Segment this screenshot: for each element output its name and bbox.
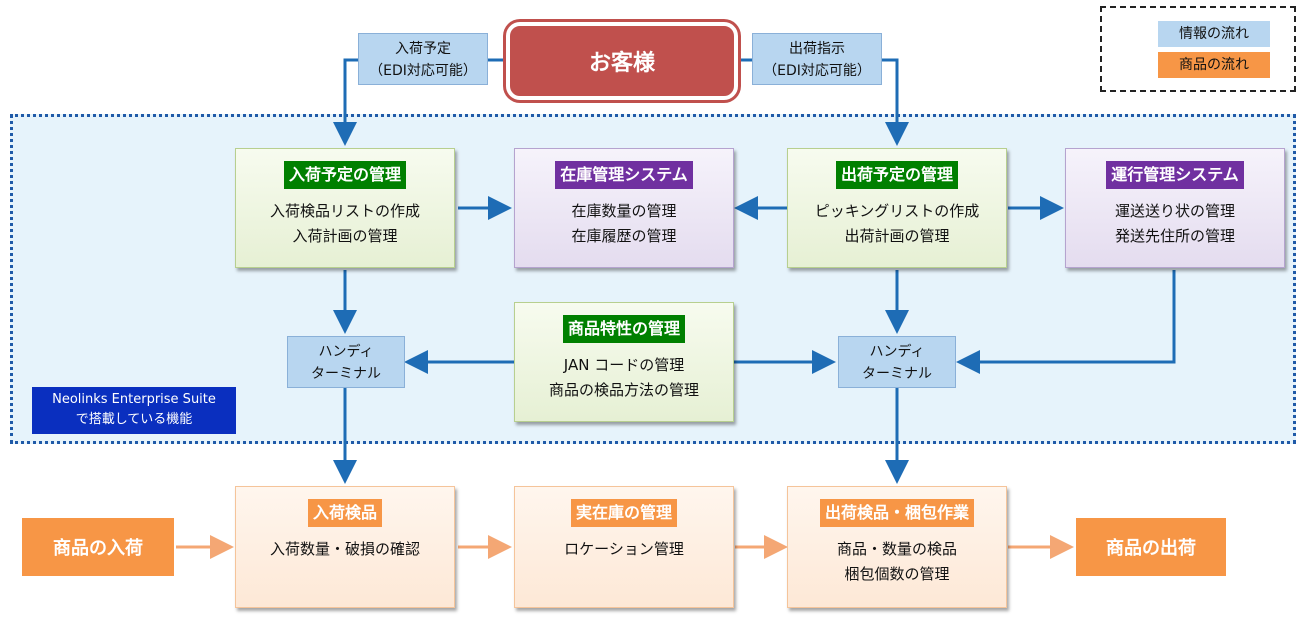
- operation-system-title: 運行管理システム: [1106, 161, 1244, 189]
- product-attr-line: JAN コードの管理: [563, 356, 685, 374]
- goods-in-box: 商品の入荷: [22, 518, 174, 576]
- handy-left-line2: ターミナル: [311, 366, 381, 382]
- inventory-system-title: 在庫管理システム: [555, 161, 693, 189]
- operation-system-line: 発送先住所の管理: [1114, 227, 1235, 245]
- operation-system-line: 運送送り状の管理: [1114, 202, 1235, 220]
- legend: [1100, 6, 1296, 92]
- outbound-plan-line: 出荷計画の管理: [844, 227, 950, 245]
- outbound-inspect-title: 出荷検品・梱包作業: [819, 499, 974, 527]
- product-attr-title: 商品特性の管理: [562, 315, 685, 343]
- edi-outbound-line1: 出荷指示: [789, 41, 845, 57]
- legend-goods-label: 商品の流れ: [1158, 52, 1270, 78]
- inventory-system-box: 在庫管理システム 在庫数量の管理 在庫履歴の管理: [514, 148, 734, 268]
- inbound-plan-box: 入荷予定の管理 入荷検品リストの作成 入荷計画の管理: [235, 148, 455, 268]
- customer-box: お客様: [506, 22, 738, 100]
- inbound-inspect-title: 入荷検品: [307, 499, 382, 527]
- outbound-plan-title: 出荷予定の管理: [835, 161, 958, 189]
- outbound-inspect-box: 出荷検品・梱包作業 商品・数量の検品 梱包個数の管理: [787, 486, 1007, 608]
- handy-terminal-right: ハンディ ターミナル: [838, 336, 956, 388]
- edi-inbound-line1: 入荷予定: [395, 41, 451, 57]
- operation-system-box: 運行管理システム 運送送り状の管理 発送先住所の管理: [1065, 148, 1285, 268]
- edi-outbound-line2: （EDI対応可能）: [763, 63, 871, 79]
- edi-outbound-label: 出荷指示 （EDI対応可能）: [752, 33, 882, 85]
- outbound-plan-box: 出荷予定の管理 ピッキングリストの作成 出荷計画の管理: [787, 148, 1007, 268]
- suite-label: Neolinks Enterprise Suite で搭載している機能: [32, 387, 236, 434]
- edi-inbound-line2: （EDI対応可能）: [369, 63, 477, 79]
- outbound-inspect-line: 梱包個数の管理: [844, 565, 950, 583]
- suite-label-line2: で搭載している機能: [75, 412, 193, 427]
- actual-stock-box: 実在庫の管理 ロケーション管理: [514, 486, 734, 608]
- handy-terminal-left: ハンディ ターミナル: [287, 336, 405, 388]
- goods-out-box: 商品の出荷: [1076, 518, 1226, 576]
- inbound-plan-line: 入荷計画の管理: [292, 227, 398, 245]
- outbound-plan-line: ピッキングリストの作成: [814, 202, 980, 220]
- product-attr-box: 商品特性の管理 JAN コードの管理 商品の検品方法の管理: [514, 302, 734, 422]
- edi-inbound-label: 入荷予定 （EDI対応可能）: [358, 33, 488, 85]
- suite-label-line1: Neolinks Enterprise Suite: [52, 392, 216, 407]
- inventory-system-line: 在庫数量の管理: [571, 202, 677, 220]
- inbound-inspect-box: 入荷検品 入荷数量・破損の確認: [235, 486, 455, 608]
- inbound-inspect-line: 入荷数量・破損の確認: [269, 540, 420, 558]
- inbound-plan-title: 入荷予定の管理: [283, 161, 406, 189]
- handy-left-line1: ハンディ: [318, 344, 374, 360]
- actual-stock-title: 実在庫の管理: [570, 499, 677, 527]
- legend-info-label: 情報の流れ: [1158, 21, 1270, 47]
- inventory-system-line: 在庫履歴の管理: [571, 227, 677, 245]
- handy-right-line2: ターミナル: [862, 366, 932, 382]
- product-attr-line: 商品の検品方法の管理: [548, 381, 699, 399]
- handy-right-line1: ハンディ: [869, 344, 925, 360]
- outbound-inspect-line: 商品・数量の検品: [836, 540, 957, 558]
- inbound-plan-line: 入荷検品リストの作成: [269, 202, 420, 220]
- actual-stock-line: ロケーション管理: [564, 540, 684, 558]
